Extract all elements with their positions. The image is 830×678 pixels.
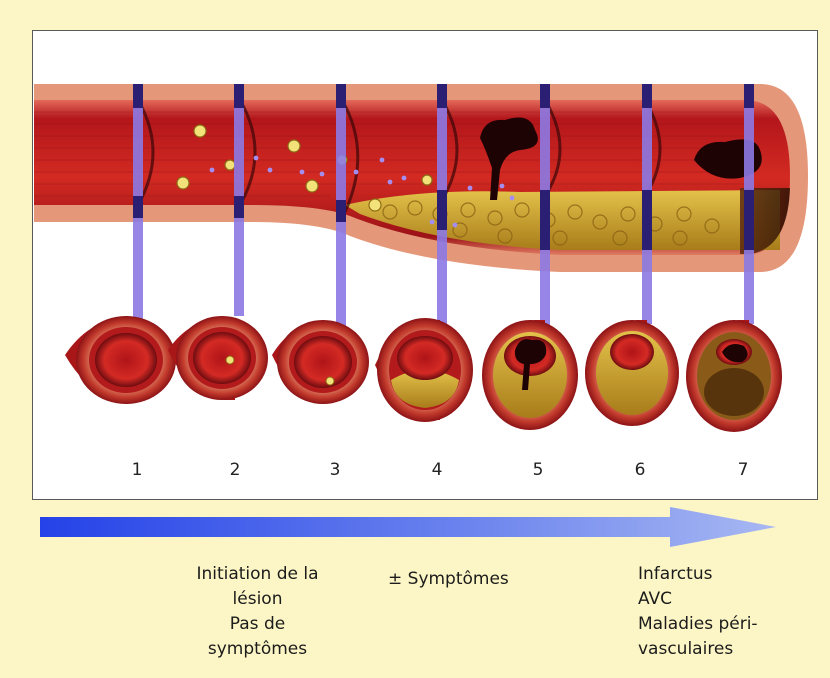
caption-outcome-4: vasculaires (638, 637, 758, 662)
caption-initiation-line-3: Pas de (180, 612, 335, 637)
caption-initiation: Initiation de la lésion Pas de symptômes (180, 562, 335, 662)
caption-outcome-2: AVC (638, 587, 758, 612)
caption-outcomes: Infarctus AVC Maladies péri- vasculaires (638, 562, 758, 662)
caption-initiation-line-1: Initiation de la (180, 562, 335, 587)
stage-number-2: 2 (220, 460, 250, 480)
cross-section-5 (482, 320, 578, 430)
caption-outcome-3: Maladies péri- (638, 612, 758, 637)
caption-initiation-line-2: lésion (180, 587, 335, 612)
cross-section-3 (272, 320, 369, 404)
caption-symptoms: ± Symptômes (388, 567, 509, 592)
caption-initiation-line-4: symptômes (180, 637, 335, 662)
cross-section-2 (168, 316, 268, 400)
stage-number-1: 1 (122, 460, 152, 480)
stage-number-3: 3 (320, 460, 350, 480)
caption-outcome-1: Infarctus (638, 562, 758, 587)
cross-section-4 (375, 318, 473, 422)
cross-section-6 (585, 320, 679, 426)
stage-number-4: 4 (422, 460, 452, 480)
stage-number-6: 6 (625, 460, 655, 480)
progression-arrow (40, 505, 780, 553)
cross-section-1 (65, 316, 176, 404)
stage-number-5: 5 (523, 460, 553, 480)
cross-section-7 (686, 320, 782, 432)
stage-number-7: 7 (728, 460, 758, 480)
